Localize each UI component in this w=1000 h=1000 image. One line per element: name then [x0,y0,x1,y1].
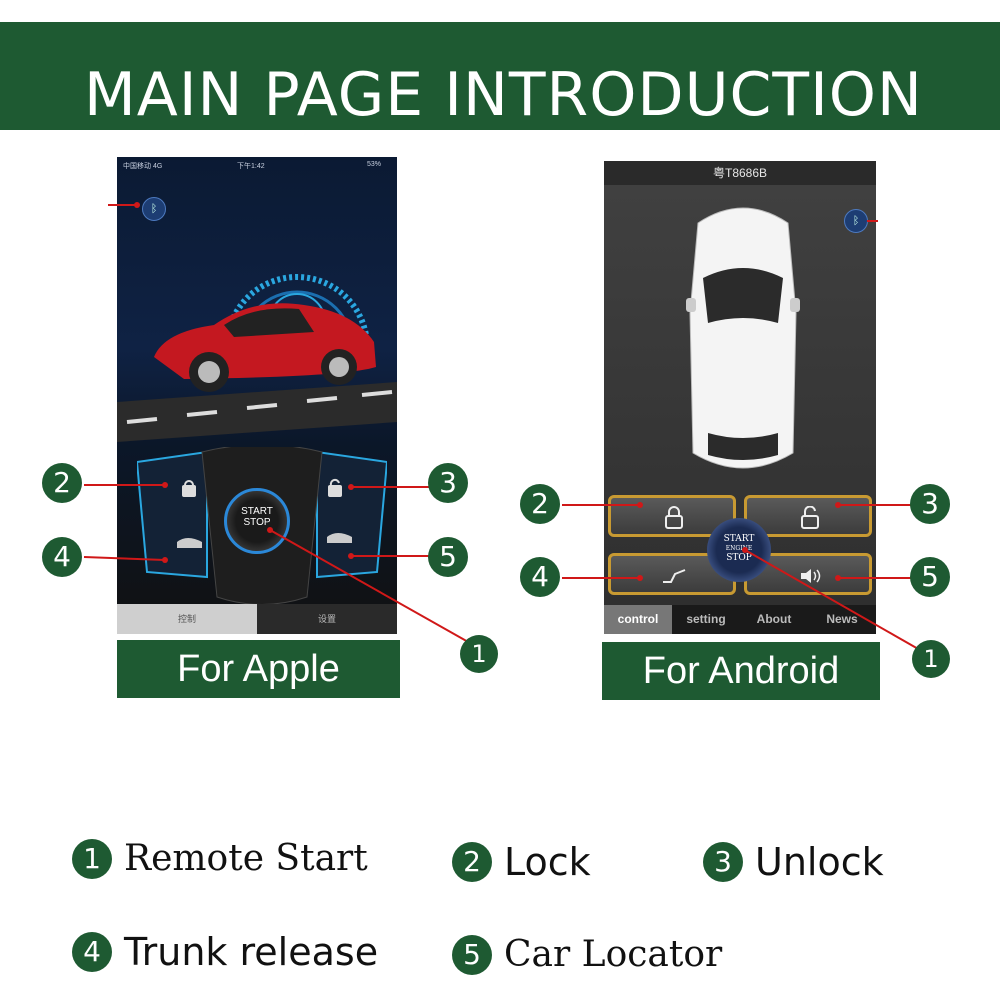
title-banner: MAIN PAGE INTRODUCTION [0,22,1000,130]
white-car-image [686,207,800,469]
bluetooth-icon[interactable]: ᛒ [142,197,166,221]
status-battery: 53% [367,161,382,168]
tab-news[interactable]: News [826,612,858,626]
unlock-icon [801,506,819,529]
ios-tab-bar: 控制 设置 [117,604,397,634]
red-car-image [154,303,376,392]
tab-about[interactable]: About [756,612,792,626]
trunk-icon [663,569,686,583]
speaker-icon [801,569,821,583]
legend-text-1: Remote Start [124,838,368,879]
lock-icon [665,506,683,529]
legend-text-5: Car Locator [504,934,723,975]
legend-text-2: Lock [504,840,591,884]
tab-setting[interactable]: setting [686,612,726,626]
plate-title: 粤T8686B [604,161,876,185]
tab-settings[interactable]: 设置 [317,614,336,624]
control-panel [137,447,387,605]
ios-status-bar: 中国移动 4G 下午1:42 53% [117,157,397,173]
status-carrier: 中国移动 4G [123,163,163,170]
legend-num-1: 1 [72,838,112,879]
legend-car-locator: 5 Car Locator [452,934,722,975]
tab-control[interactable]: 控制 [117,604,257,634]
apple-label: For Apple [117,640,400,698]
callout-5-android: 5 [910,557,950,597]
android-label: For Android [602,642,880,700]
callout-1-apple: 1 [460,635,498,673]
android-app-screenshot: 粤T8686B ᛒ START ENGINE STOP [604,161,876,634]
start-stop-button[interactable]: START ENGINE STOP [707,518,771,582]
legend-num-5: 5 [452,934,492,975]
road-graphic [117,382,397,442]
stop-label: STOP [243,517,271,528]
legend-num-4: 4 [72,932,112,972]
unlock-button[interactable] [744,495,872,537]
legend-text-4: Trunk release [124,930,379,974]
start-stop-button[interactable]: START STOP [224,488,290,554]
engine-label: ENGINE [725,545,753,552]
android-tab-bar: control setting About News [604,605,876,634]
legend-trunk-release: 4 Trunk release [72,930,378,974]
legend-num-3: 3 [703,842,743,882]
legend-num-2: 2 [452,842,492,882]
start-label: START [241,506,273,517]
page-title: MAIN PAGE INTRODUCTION [84,60,923,130]
stop-label: STOP [726,553,752,563]
callout-1-android: 1 [912,640,950,678]
callout-4-android: 4 [520,557,560,597]
legend-remote-start: 1 Remote Start [72,838,368,879]
callout-2-apple: 2 [42,463,82,503]
status-time: 下午1:42 [237,163,265,170]
callout-3-android: 3 [910,484,950,524]
callout-4-apple: 4 [42,537,82,577]
tab-control[interactable]: control [604,605,672,634]
callout-5-apple: 5 [428,537,468,577]
legend-lock: 2 Lock [452,840,591,884]
callout-3-apple: 3 [428,463,468,503]
legend-text-3: Unlock [755,840,884,884]
start-label: START [723,534,755,544]
callout-2-android: 2 [520,484,560,524]
legend-unlock: 3 Unlock [703,840,884,884]
